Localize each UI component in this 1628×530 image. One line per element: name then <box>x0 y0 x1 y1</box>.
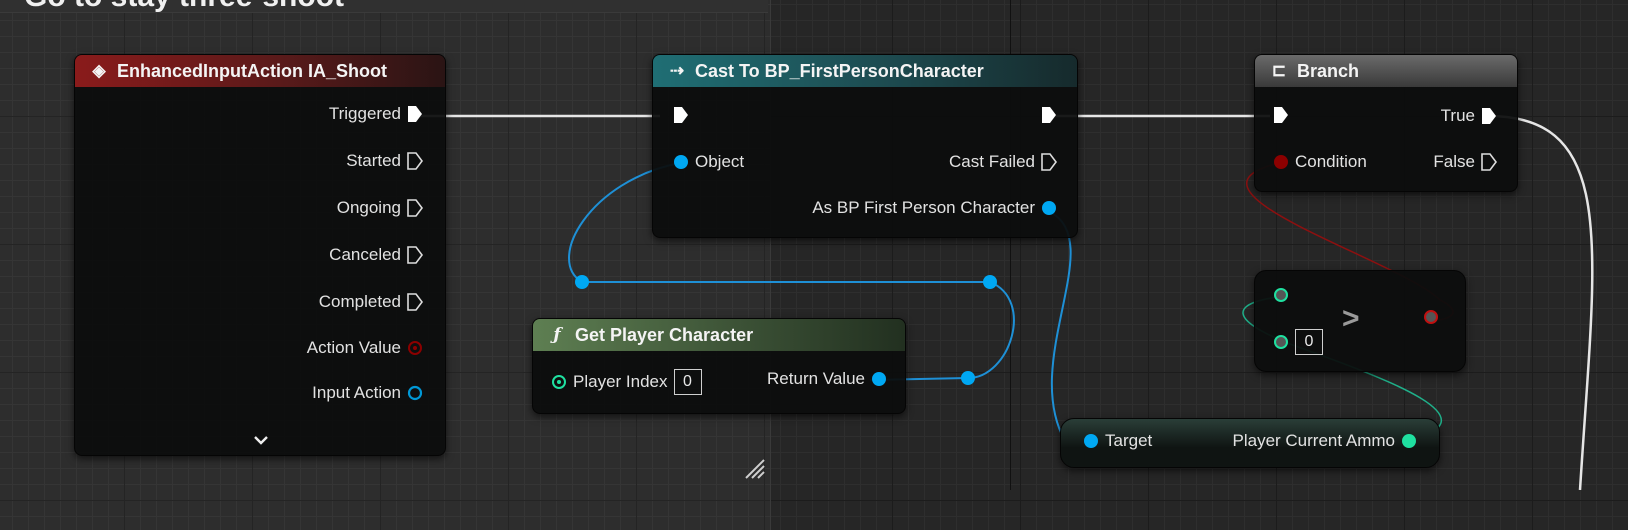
pin-label: Object <box>695 152 745 171</box>
canvas-axis-line <box>1010 0 1011 490</box>
exec-pin-filled-icon[interactable] <box>1481 107 1497 125</box>
pin-label: Target <box>1105 431 1153 450</box>
b-value-input[interactable]: 0 <box>1295 329 1323 355</box>
exec-pin-icon[interactable] <box>1481 153 1497 171</box>
node-header: ⊏ Branch <box>1255 55 1517 87</box>
pin-label: Return Value <box>767 369 865 388</box>
pin-a[interactable] <box>1273 287 1289 303</box>
pin-condition[interactable]: Condition <box>1273 152 1367 172</box>
int-pin-filled-icon[interactable] <box>1401 433 1417 449</box>
pin-label: Triggered <box>328 104 401 123</box>
exec-wire-true-out <box>1487 114 1594 490</box>
int-pin-icon[interactable] <box>551 374 567 390</box>
reroute-knot-right <box>983 275 997 289</box>
bool-pin-icon[interactable] <box>1423 309 1439 325</box>
comment-box[interactable] <box>0 0 771 530</box>
pin-exec-out[interactable] <box>1041 106 1057 124</box>
pin-b[interactable]: 0 <box>1273 329 1323 355</box>
exec-pin-icon[interactable] <box>1041 153 1057 171</box>
pin-return[interactable] <box>1423 309 1439 325</box>
node-get-player-character[interactable]: ƒ Get Player Character Player Index 0 Re… <box>532 318 906 414</box>
pin-label: Completed <box>318 292 401 311</box>
node-cast-to-bp-firstpersoncharacter[interactable]: ⇢ Cast To BP_FirstPersonCharacter Object… <box>652 54 1078 238</box>
pin-label: Player Index <box>573 372 668 391</box>
exec-pin-filled-icon[interactable] <box>407 105 423 123</box>
comment-title-bar[interactable]: Go to stay three-shoot <box>0 0 768 13</box>
node-enhanced-input-action[interactable]: ◈ EnhancedInputAction IA_Shoot Triggered… <box>74 54 446 456</box>
pin-label: Condition <box>1295 152 1367 171</box>
pin-label: False <box>1433 152 1475 171</box>
reroute-knot-left <box>575 275 589 289</box>
pin-label: Action Value <box>306 338 401 357</box>
node-header: ◈ EnhancedInputAction IA_Shoot <box>75 55 445 87</box>
pin-label: Started <box>346 151 401 170</box>
pin-action-value[interactable]: Action Value <box>307 338 423 358</box>
exec-pin-filled-icon[interactable] <box>1273 106 1289 124</box>
node-player-current-ammo-getter[interactable]: Target Player Current Ammo <box>1060 418 1440 468</box>
pin-label: Input Action <box>312 383 401 402</box>
int-pin-icon[interactable] <box>1273 287 1289 303</box>
node-title: Branch <box>1297 60 1360 81</box>
exec-pin-icon[interactable] <box>407 246 423 264</box>
node-branch[interactable]: ⊏ Branch True Condition False <box>1254 54 1518 192</box>
node-title: Get Player Character <box>575 324 754 345</box>
pin-label: Canceled <box>329 245 401 264</box>
pin-label: True <box>1440 106 1475 125</box>
expand-chevron-icon[interactable] <box>251 433 271 447</box>
pin-player-current-ammo[interactable]: Player Current Ammo <box>1233 431 1418 451</box>
pin-label: Ongoing <box>336 198 401 217</box>
pin-input-action[interactable]: Input Action <box>312 383 423 403</box>
exec-pin-icon[interactable] <box>407 152 423 170</box>
object-pin-filled-icon[interactable] <box>1083 433 1099 449</box>
comment-resize-handle[interactable] <box>744 458 766 480</box>
struct-pin-icon[interactable] <box>407 340 423 356</box>
pin-exec-in[interactable] <box>1273 106 1289 124</box>
function-icon: ƒ <box>553 325 561 345</box>
pin-completed[interactable]: Completed <box>319 292 423 312</box>
pin-exec-in[interactable] <box>673 106 689 124</box>
pin-label: Player Current Ammo <box>1232 431 1396 450</box>
object-pin-filled-icon[interactable] <box>871 371 887 387</box>
pin-target[interactable]: Target <box>1083 431 1152 451</box>
pin-object[interactable]: Object <box>673 152 744 172</box>
exec-pin-filled-icon[interactable] <box>673 106 689 124</box>
pin-true[interactable]: True <box>1441 106 1497 126</box>
greater-operator-label: > <box>1342 302 1360 335</box>
object-pin-filled-icon[interactable] <box>1041 200 1057 216</box>
node-header: ⇢ Cast To BP_FirstPersonCharacter <box>653 55 1077 87</box>
pin-return-value[interactable]: Return Value <box>767 369 887 389</box>
object-wire-cast-target <box>1047 210 1072 442</box>
node-greater-than[interactable]: 0 <box>1254 270 1466 372</box>
pin-label: Cast Failed <box>949 152 1035 171</box>
pin-canceled[interactable]: Canceled <box>329 245 423 265</box>
cast-icon: ⇢ <box>669 61 685 80</box>
node-title: Cast To BP_FirstPersonCharacter <box>695 60 984 81</box>
pin-triggered[interactable]: Triggered <box>329 104 423 124</box>
exec-pin-filled-icon[interactable] <box>1041 106 1057 124</box>
pin-ongoing[interactable]: Ongoing <box>337 198 423 218</box>
reroute-knot-return <box>961 371 975 385</box>
pin-as-bp-first-person-character[interactable]: As BP First Person Character <box>812 198 1057 218</box>
pin-started[interactable]: Started <box>346 151 423 171</box>
comment-title: Go to stay three-shoot <box>24 0 344 14</box>
exec-pin-icon[interactable] <box>407 199 423 217</box>
pin-label: As BP First Person Character <box>812 198 1035 217</box>
object-pin-icon[interactable] <box>407 385 423 401</box>
player-index-input[interactable]: 0 <box>673 369 702 395</box>
node-title: EnhancedInputAction IA_Shoot <box>117 60 387 81</box>
pin-player-index[interactable]: Player Index 0 <box>551 369 702 395</box>
object-pin-filled-icon[interactable] <box>673 154 689 170</box>
pin-cast-failed[interactable]: Cast Failed <box>949 152 1057 172</box>
node-header: ƒ Get Player Character <box>533 319 905 351</box>
input-event-icon: ◈ <box>92 61 106 80</box>
pin-false[interactable]: False <box>1433 152 1497 172</box>
bool-pin-filled-icon[interactable] <box>1273 154 1289 170</box>
exec-pin-icon[interactable] <box>407 293 423 311</box>
int-pin-icon[interactable] <box>1273 334 1289 350</box>
branch-icon: ⊏ <box>1271 61 1287 80</box>
